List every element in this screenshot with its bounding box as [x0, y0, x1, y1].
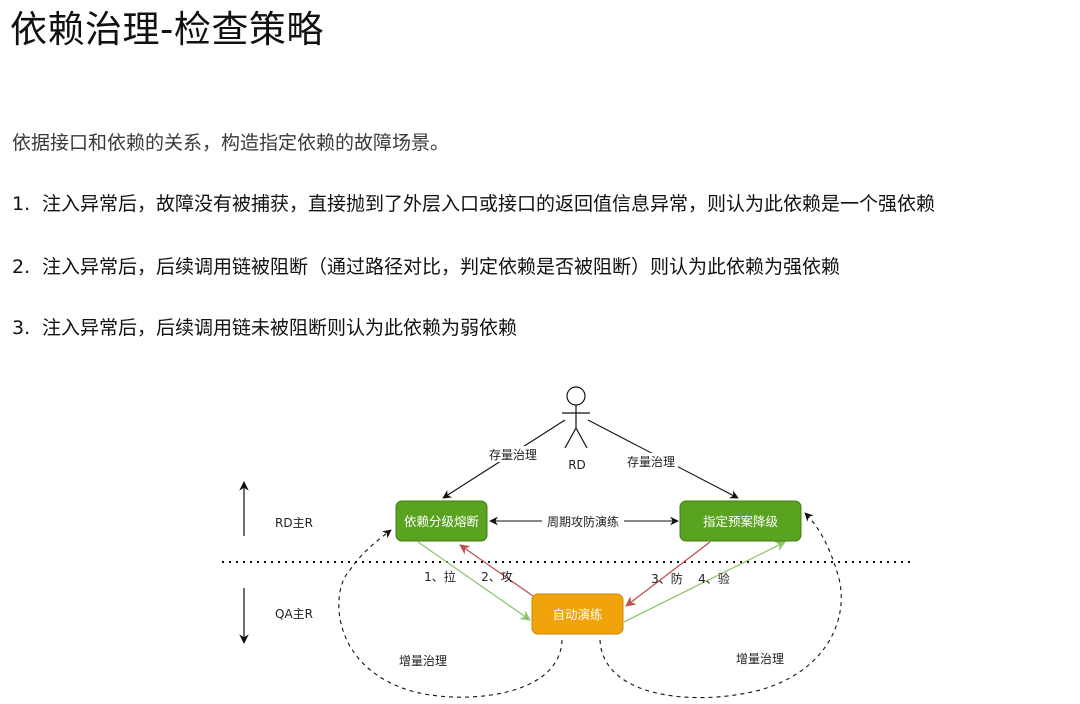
- lane-top-label: RD主R: [275, 516, 313, 530]
- rule-item-2: 2. 注入异常后，后续调用链被阻断（通过路径对比，判定依赖是否被阻断）则认为此依赖…: [12, 254, 840, 280]
- edge-2-attack: [459, 544, 534, 597]
- rule-number: 3.: [12, 317, 31, 339]
- edge-stock-left-label: 存量治理: [489, 448, 537, 462]
- node-right-label: 指定预案降级: [703, 514, 779, 529]
- edge-3-defend: [625, 541, 711, 607]
- edge-2-label: 2、攻: [481, 570, 513, 584]
- node-left-label: 依赖分级熔断: [404, 514, 479, 529]
- node-bottom-label: 自动演练: [552, 607, 603, 622]
- edge-stock-right-label: 存量治理: [627, 455, 675, 469]
- edge-4-label: 4、验: [698, 571, 730, 586]
- rule-text: 注入异常后，故障没有被捕获，直接抛到了外层入口或接口的返回值信息异常，则认为此依…: [42, 193, 936, 215]
- intro-paragraph: 依据接口和依赖的关系，构造指定依赖的故障场景。: [12, 132, 450, 154]
- edge-1-label: 1、拉: [424, 569, 456, 584]
- rule-text: 注入异常后，后续调用链未被阻断则认为此依赖为弱依赖: [42, 317, 518, 339]
- edge-incremental-right-label: 增量治理: [736, 652, 784, 666]
- actor-label: RD: [568, 458, 586, 472]
- node-dependency-circuit-breaker: 依赖分级熔断: [395, 500, 488, 542]
- edge-incremental-right: [599, 512, 842, 699]
- rule-text: 注入异常后，后续调用链被阻断（通过路径对比，判定依赖是否被阻断）则认为此依赖为强…: [42, 256, 841, 278]
- edge-incremental-left: [338, 529, 563, 698]
- edge-incremental-left-label: 增量治理: [399, 654, 447, 668]
- edge-cycle-label: 周期攻防演练: [547, 514, 619, 529]
- actor-stick-figure-icon: [562, 386, 590, 449]
- node-auto-drill: 自动演练: [531, 593, 624, 635]
- lane-bottom-label: QA主R: [275, 607, 313, 621]
- edge-3-label: 3、防: [651, 571, 683, 586]
- edge-4-verify: [623, 541, 786, 623]
- page-title: 依赖治理-检查策略: [10, 8, 324, 51]
- rule-item-3: 3. 注入异常后，后续调用链未被阻断则认为此依赖为弱依赖: [12, 315, 517, 341]
- rule-number: 2.: [12, 256, 31, 278]
- edge-1-pull: [417, 541, 531, 621]
- node-plan-degradation: 指定预案降级: [679, 500, 802, 542]
- rule-number: 1.: [12, 193, 31, 215]
- rule-item-1: 1. 注入异常后，故障没有被捕获，直接抛到了外层入口或接口的返回值信息异常，则认为…: [12, 191, 935, 217]
